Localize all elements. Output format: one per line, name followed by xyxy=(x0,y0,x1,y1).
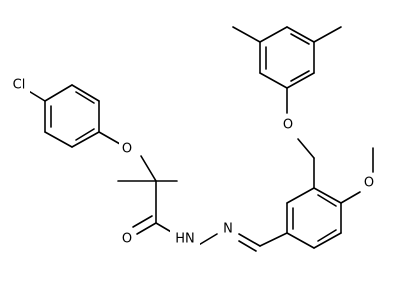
bond xyxy=(238,233,261,247)
bond xyxy=(140,155,157,182)
bond xyxy=(317,194,337,207)
bond xyxy=(44,84,73,102)
atom-labels: Cl O O HN N O O xyxy=(8,76,377,248)
ether-oxygen-label: O xyxy=(122,142,132,157)
bond xyxy=(259,26,288,43)
bond xyxy=(286,232,315,249)
bond xyxy=(232,26,261,43)
bonds xyxy=(26,26,374,252)
bond xyxy=(313,232,342,249)
bond xyxy=(340,191,361,204)
bond xyxy=(290,33,310,45)
bond xyxy=(317,229,337,242)
bond xyxy=(297,138,315,159)
chlorine-label: Cl xyxy=(13,78,26,93)
bond xyxy=(286,187,315,204)
bond xyxy=(71,131,100,148)
bond xyxy=(259,72,288,89)
bond xyxy=(98,131,121,145)
bond xyxy=(196,233,218,247)
bond xyxy=(286,26,315,43)
bond xyxy=(71,84,100,102)
bond xyxy=(259,232,288,247)
bond xyxy=(290,70,310,82)
bond xyxy=(238,240,257,252)
carbonyl-oxygen-label: O xyxy=(122,232,132,247)
bond xyxy=(286,72,315,89)
bond xyxy=(132,215,153,228)
amide-nitrogen-label: HN xyxy=(175,232,195,247)
bond xyxy=(44,131,73,148)
benzyl-ether-oxygen-label: O xyxy=(283,118,293,133)
bond xyxy=(313,26,342,43)
bond xyxy=(75,128,95,141)
bond xyxy=(136,222,157,235)
hydrazone-nitrogen-label: N xyxy=(223,222,233,237)
bond xyxy=(313,187,342,204)
bond xyxy=(75,91,95,104)
methoxy-oxygen-label: O xyxy=(364,176,374,191)
